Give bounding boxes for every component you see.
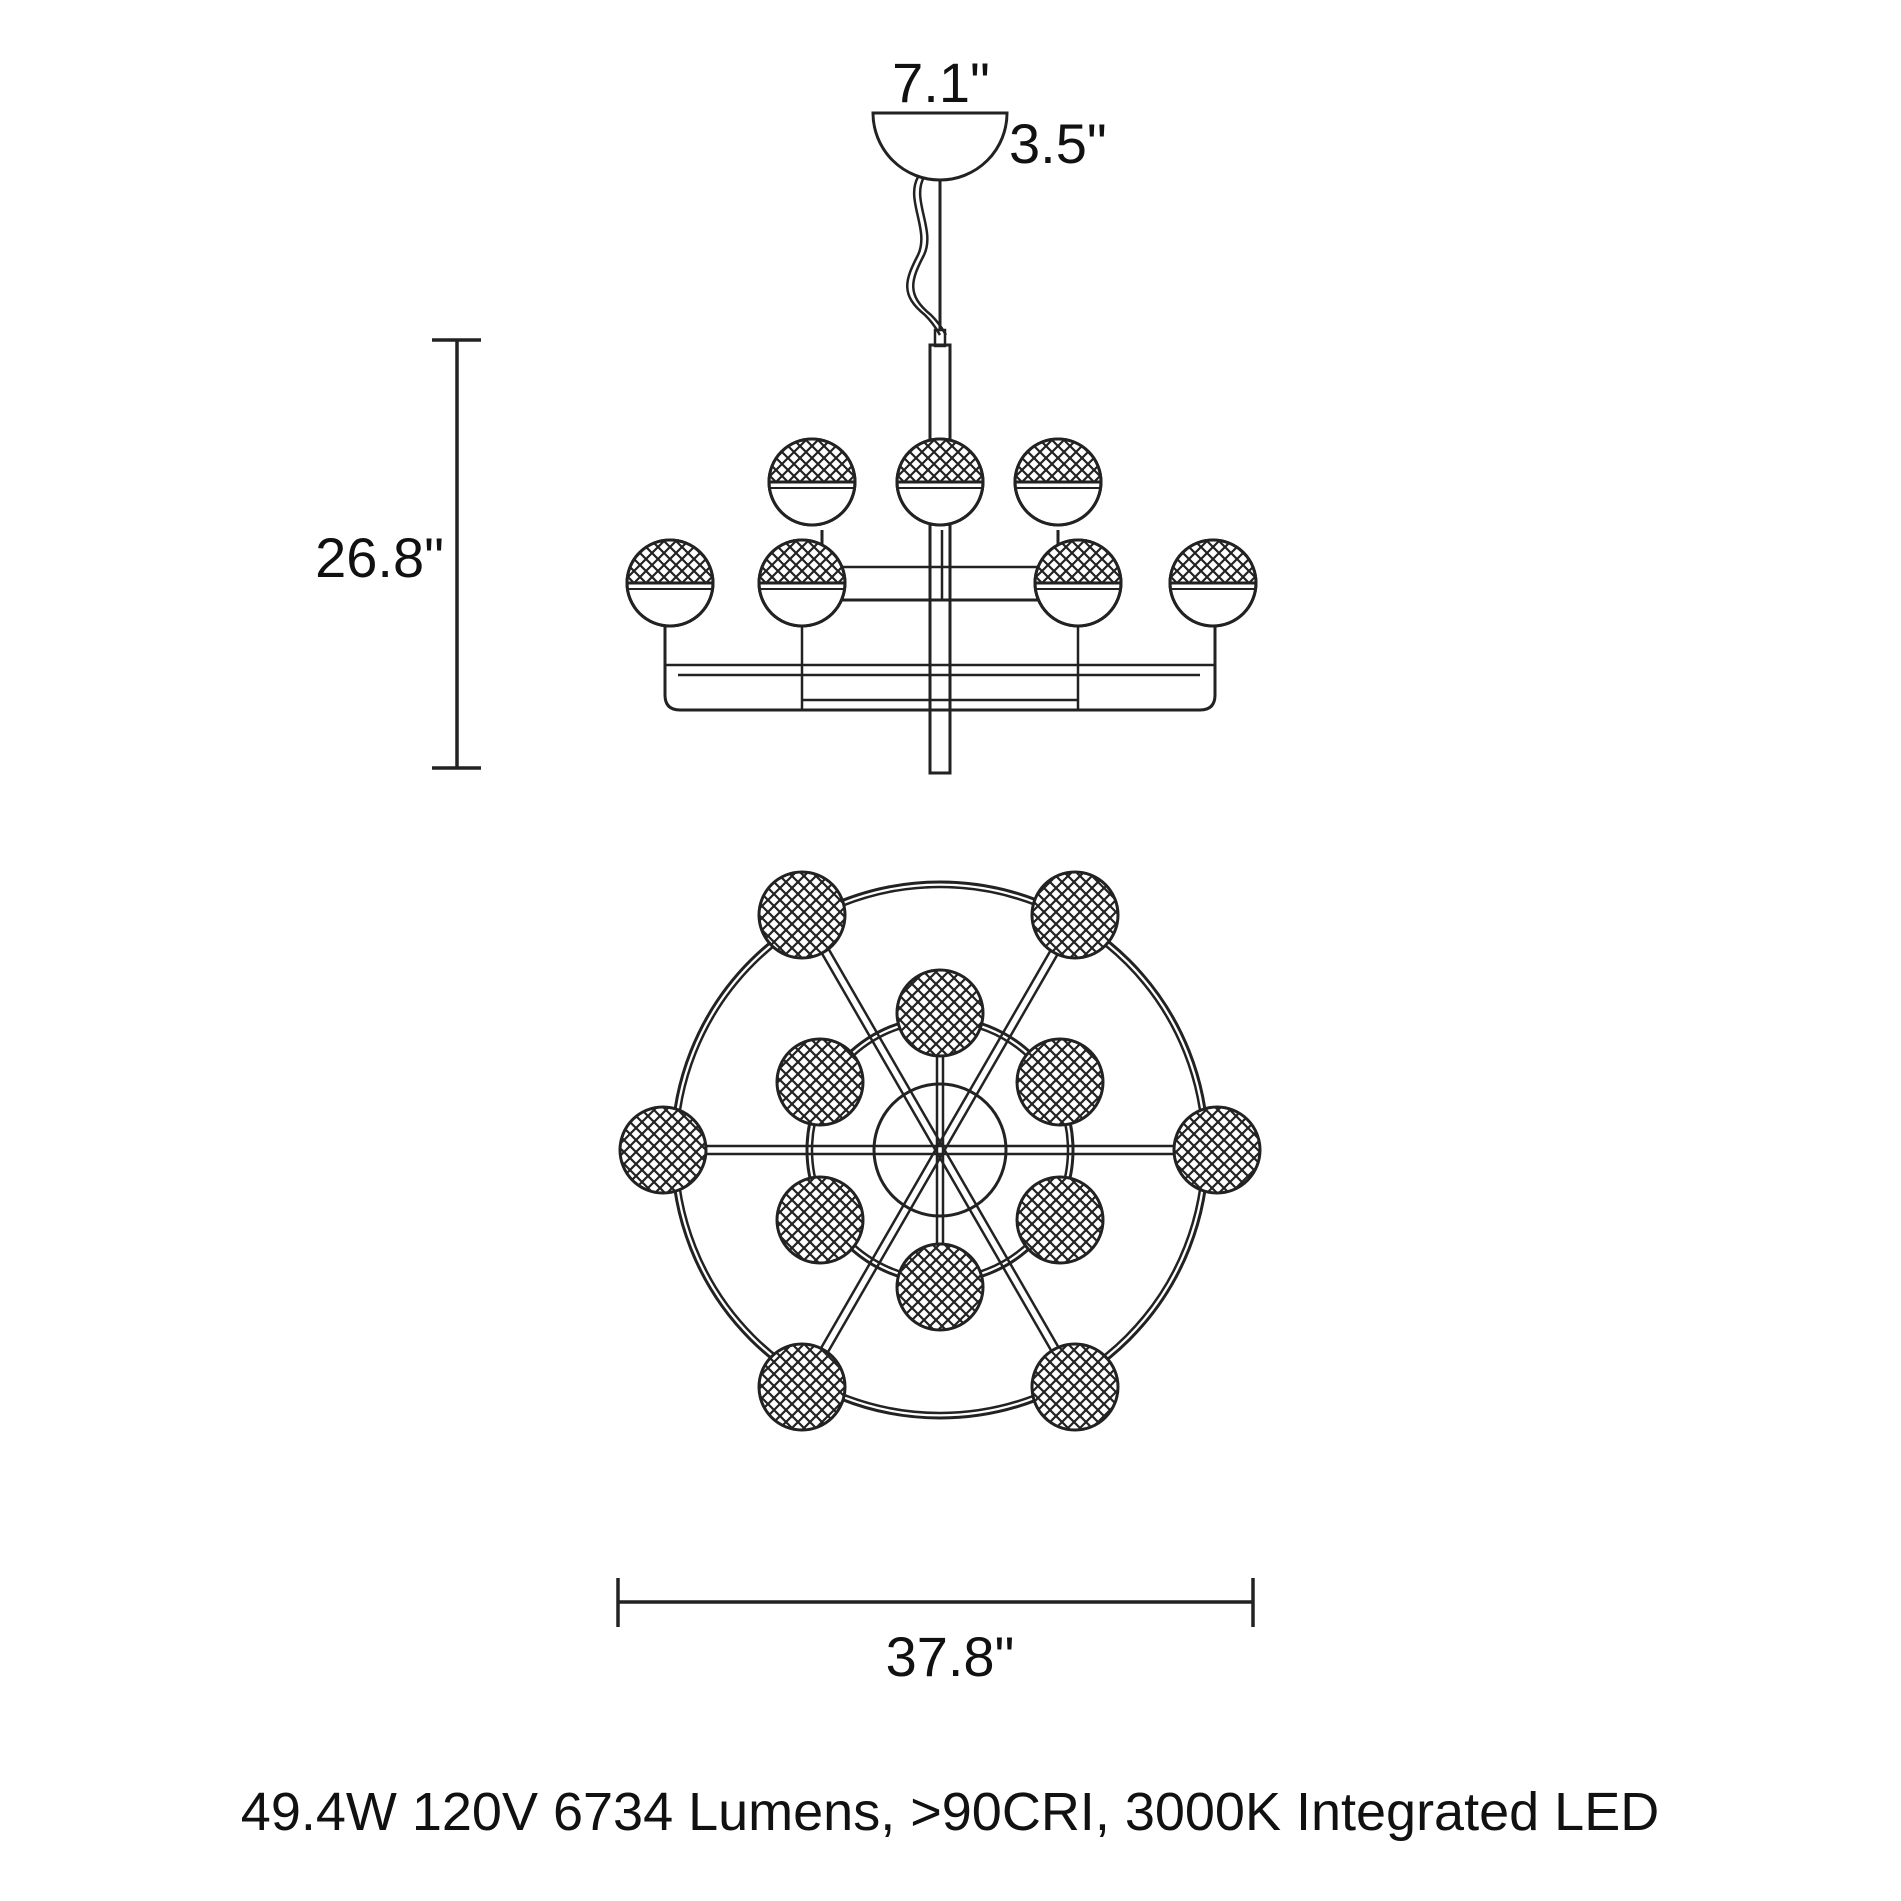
spoke [808, 1151, 945, 1385]
height-dimension-line [432, 338, 481, 770]
spoke [801, 919, 938, 1153]
globe-bottom [775, 1175, 865, 1265]
spoke [942, 919, 1079, 1153]
outer-ring [670, 880, 1210, 1420]
globe-bottom [1030, 870, 1120, 960]
globe-bottom [618, 1105, 708, 1195]
globe-bottom [895, 1242, 985, 1332]
globe-side [895, 437, 985, 527]
globe-bottom [1015, 1175, 1105, 1265]
globe-bottom [775, 1037, 865, 1127]
spoke [935, 1151, 1072, 1385]
globe-side [1013, 437, 1103, 527]
spoke [935, 915, 1072, 1149]
outer-ring-inner [675, 885, 1205, 1415]
globe-side [625, 538, 715, 628]
bottom-view [618, 870, 1262, 1432]
globe-bottom [1030, 1342, 1120, 1432]
overall-height-label: 26.8" [315, 526, 444, 589]
spoke [942, 1147, 1079, 1381]
center-hub [872, 1082, 1008, 1218]
width-dimension-line [616, 1578, 1255, 1627]
globe-side [767, 437, 857, 527]
overall-diameter-label: 37.8" [886, 1625, 1015, 1688]
spec-text: 49.4W 120V 6734 Lumens, >90CRI, 3000K In… [241, 1782, 1659, 1842]
power-cord-2 [912, 176, 948, 336]
globe-bottom [757, 1342, 847, 1432]
globe-bottom [757, 870, 847, 960]
globe-bottom [1015, 1037, 1105, 1127]
spoke [801, 1147, 938, 1381]
canopy-width-label: 7.1" [892, 51, 990, 114]
side-view [625, 111, 1258, 775]
canopy [871, 111, 1009, 182]
canopy-height-label: 3.5" [1009, 112, 1107, 175]
globe-side [1168, 538, 1258, 628]
power-cord [906, 176, 942, 336]
globe-side [1033, 538, 1123, 628]
globe-bottom [1172, 1105, 1262, 1195]
globe-bottom [895, 968, 985, 1058]
globe-side [757, 538, 847, 628]
spoke [808, 915, 945, 1149]
